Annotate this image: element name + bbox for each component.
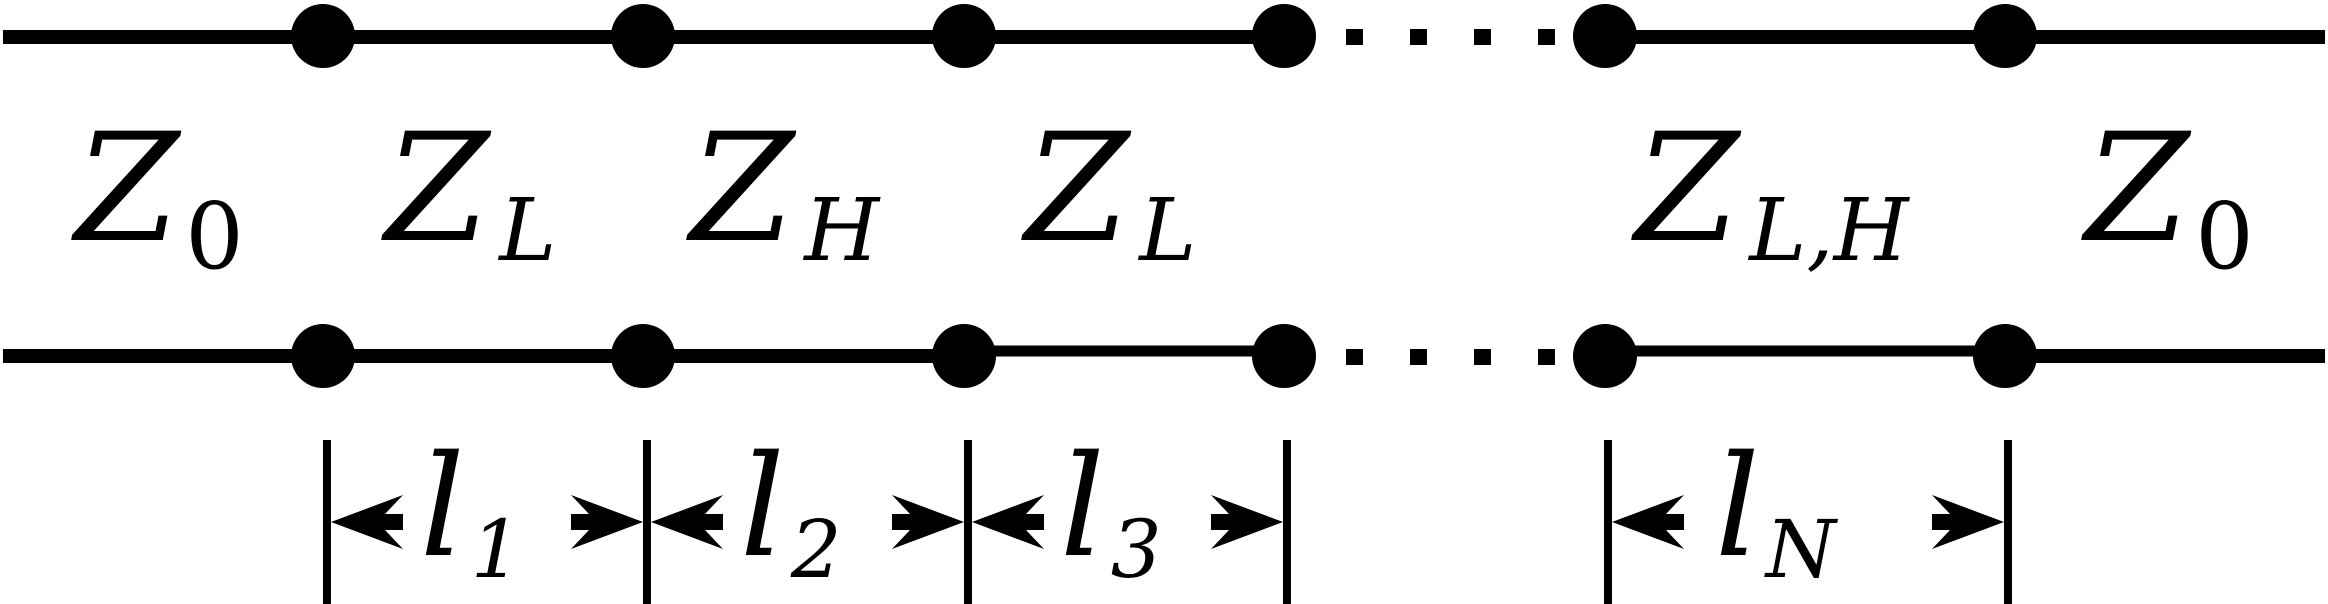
impedance-symbol: Z [1631,102,1742,276]
impedance-subscript: L,H [1747,181,1910,281]
top-node [1573,4,1637,68]
impedance-subscript: 0 [185,183,244,290]
length-symbol: l [1060,426,1105,589]
length-ln: lN [1715,426,1839,596]
length-symbol: l [740,426,785,589]
arrow-right [1932,495,2004,549]
arrow-right [892,495,964,549]
impedance-symbol: Z [381,102,492,276]
bottom-node [1252,324,1316,388]
arrow-left [972,495,1044,549]
length-labels: l1 l2 l3 lN [420,426,1839,596]
top-ellipsis-dot [1538,29,1555,45]
bottom-node [1573,324,1637,388]
bottom-ellipsis-dot [1538,349,1555,365]
top-node [611,4,675,68]
arrow-left [1612,495,1684,549]
impedance-z0-left: Z0 [71,102,244,290]
bottom-ellipsis [1346,349,1555,365]
top-ellipsis-dot [1474,29,1491,45]
bottom-nodes [291,324,2037,388]
bottom-node [611,324,675,388]
top-nodes [291,4,2037,68]
impedance-z0-right: Z0 [2081,102,2254,290]
dimension-ticks [323,440,2012,604]
top-ellipsis-dot [1346,29,1363,45]
impedance-symbol: Z [1021,102,1132,276]
length-l1: l1 [420,426,522,596]
impedance-subscript: H [802,181,881,281]
length-subscript: 1 [471,503,522,596]
bottom-node [1973,324,2037,388]
arrow-left [331,495,403,549]
arrow-right [571,495,643,549]
impedance-symbol: Z [2081,102,2192,276]
length-l2: l2 [740,426,842,596]
bottom-node [291,324,355,388]
arrow-right [1211,495,1283,549]
length-symbol: l [420,426,465,589]
impedance-symbol: Z [686,102,797,276]
top-node [1973,4,2037,68]
bottom-node [932,324,996,388]
length-symbol: l [1715,426,1760,589]
dimension-arrows [331,495,2004,549]
impedance-symbol: Z [71,102,182,276]
bottom-ellipsis-dot [1346,349,1363,365]
bottom-conductor [3,345,2325,363]
arrow-left [651,495,723,549]
top-ellipsis-dot [1410,29,1427,45]
top-node [291,4,355,68]
length-subscript: N [1764,503,1839,596]
impedance-subscript: 0 [2195,183,2254,290]
length-l3: l3 [1060,426,1162,596]
top-node [1252,4,1316,68]
top-node [932,4,996,68]
bottom-ellipsis-dot [1410,349,1427,365]
impedance-subscript: L [497,181,556,281]
length-subscript: 3 [1111,503,1162,596]
impedance-subscript: L [1137,181,1196,281]
top-ellipsis [1346,29,1555,45]
bottom-ellipsis-dot [1474,349,1491,365]
length-subscript: 2 [790,503,842,596]
